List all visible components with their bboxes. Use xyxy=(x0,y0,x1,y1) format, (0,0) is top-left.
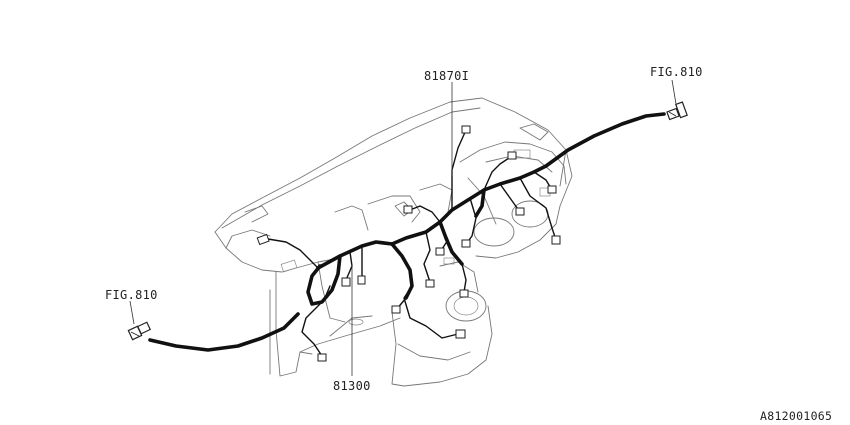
instrument-panel-outline xyxy=(214,97,573,387)
branch-wires xyxy=(261,129,557,357)
leader-lines xyxy=(129,79,677,376)
bolt-left xyxy=(127,321,152,341)
diagram-code: A812001065 xyxy=(760,409,833,423)
part-number-81870[interactable]: 81870I xyxy=(424,69,470,83)
main-wire-harness xyxy=(148,112,666,352)
fig-810-reference-top-right[interactable]: FIG.810 xyxy=(650,65,703,79)
bolt-right xyxy=(666,101,688,121)
connectors xyxy=(256,125,561,362)
part-number-81300[interactable]: 81300 xyxy=(333,379,371,393)
fig-810-reference-left[interactable]: FIG.810 xyxy=(105,288,158,302)
